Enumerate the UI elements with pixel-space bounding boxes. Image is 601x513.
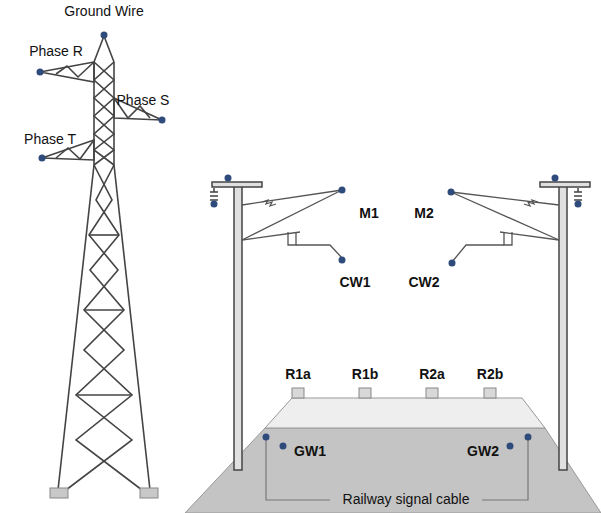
conductor-label: CW2 bbox=[408, 275, 439, 290]
phase-label: Phase T bbox=[24, 132, 76, 147]
rail-label: R2a bbox=[419, 367, 445, 382]
tower-footing bbox=[50, 488, 68, 498]
conductor-dot bbox=[37, 32, 582, 450]
leader-line bbox=[266, 440, 330, 500]
conductor-label: M2 bbox=[414, 206, 433, 221]
wire-label: Ground Wire bbox=[64, 4, 143, 19]
conductor-label: CW1 bbox=[339, 275, 370, 290]
catenary-pole bbox=[212, 182, 590, 470]
rail-label: R1b bbox=[352, 367, 378, 382]
rail bbox=[292, 388, 496, 398]
conductor-label: GW1 bbox=[294, 444, 326, 459]
phase-label: Phase S bbox=[117, 93, 170, 108]
cantilever bbox=[242, 190, 559, 262]
rail-label: R1a bbox=[285, 367, 311, 382]
insulator bbox=[210, 188, 582, 200]
rail-label: R2b bbox=[477, 367, 503, 382]
phase-label: Phase R bbox=[29, 44, 83, 59]
tower-footing bbox=[140, 488, 158, 498]
ground bbox=[185, 428, 601, 513]
conductor-label: M1 bbox=[359, 206, 378, 221]
cable-label: Railway signal cable bbox=[343, 492, 470, 507]
embankment bbox=[265, 398, 545, 428]
conductor-label: GW2 bbox=[467, 444, 499, 459]
